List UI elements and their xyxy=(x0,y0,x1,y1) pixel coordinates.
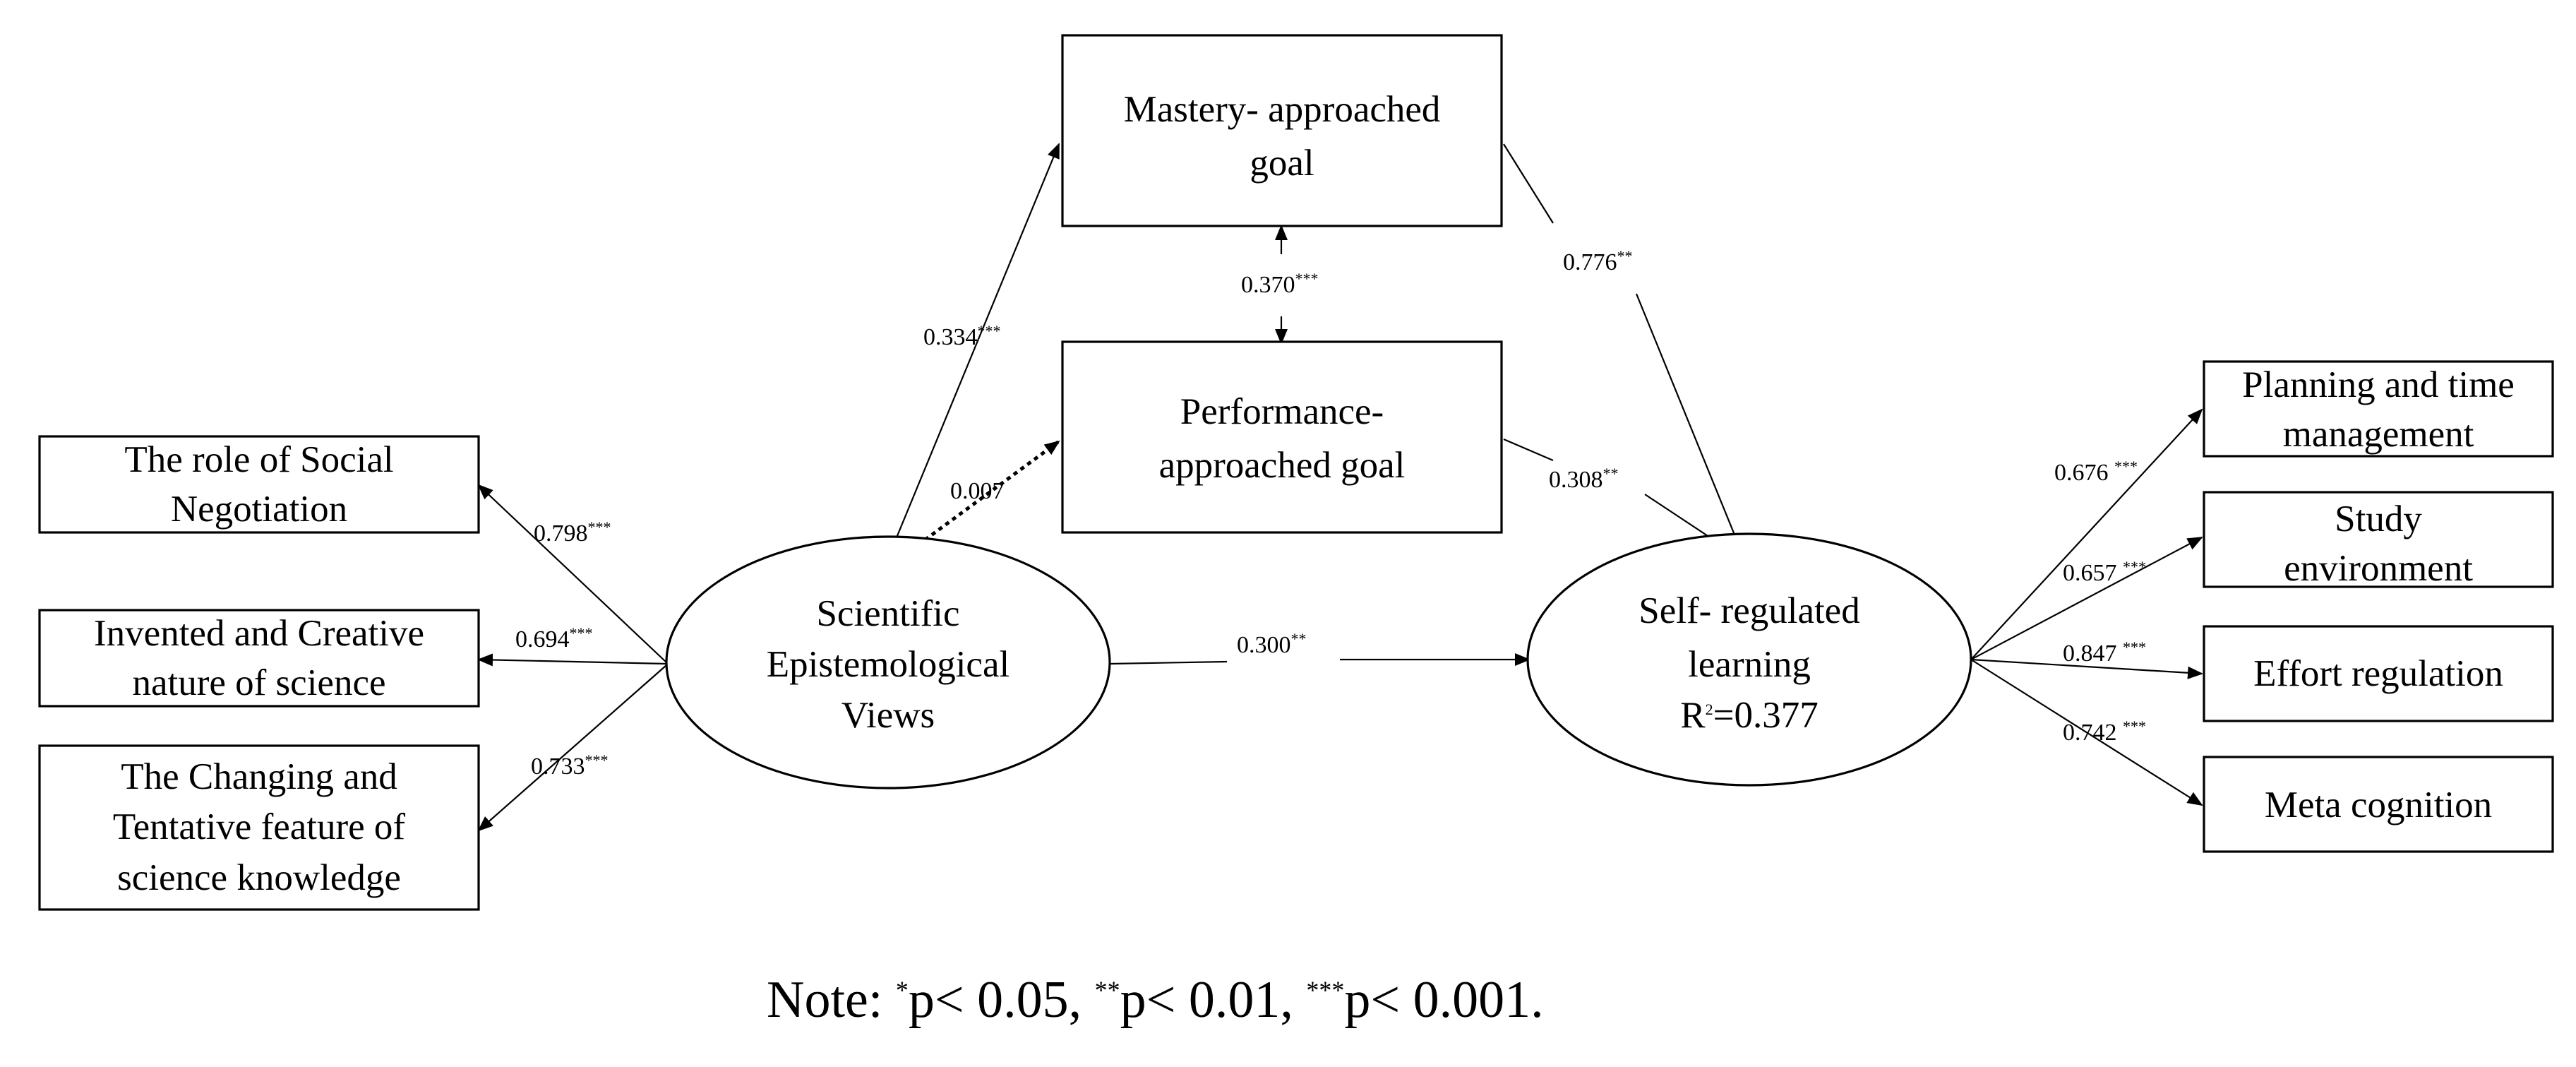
edge-srl-effort xyxy=(1970,658,2203,679)
node-changing-line-2: Tentative feature of xyxy=(113,806,406,847)
node-performance: Performance- approached goal xyxy=(1061,340,1503,534)
edge-performance-srl xyxy=(1503,438,1554,462)
coef-sev-social: 0.798*** xyxy=(534,518,611,547)
node-mastery-line-2: goal xyxy=(1250,143,1314,184)
coef-mastery-srl: 0.776** xyxy=(1563,247,1633,275)
node-sev-line-1: Scientific xyxy=(816,593,959,634)
node-scientific-epistemological-views: Scientific Epistemological Views xyxy=(665,535,1111,789)
coef-srl-meta: 0.742 *** xyxy=(2063,717,2146,746)
node-effort-line-1: Effort regulation xyxy=(2253,653,2503,694)
node-performance-line-1: Performance- xyxy=(1180,391,1384,432)
node-invented-line-1: Invented and Creative xyxy=(94,613,424,654)
edge-srl-planning xyxy=(1970,408,2203,660)
coef-mastery-performance: 0.370*** xyxy=(1241,270,1319,298)
edge-srl-study xyxy=(1970,537,2203,660)
edge-srl-meta xyxy=(1970,659,2203,806)
node-invented-creative-nature: Invented and Creative nature of science xyxy=(38,609,480,708)
coef-sev-invented: 0.694*** xyxy=(515,624,593,652)
node-srl-r2: R2=0.377 xyxy=(1680,695,1819,736)
node-srl-line-1: Self- regulated xyxy=(1639,590,1859,631)
edge-sev-social xyxy=(477,484,667,663)
node-invented-line-2: nature of science xyxy=(132,662,385,703)
node-srl-line-2: learning xyxy=(1688,644,1811,685)
edge-sev-mastery xyxy=(884,143,1060,566)
node-self-regulated-learning: Self- regulated learning R2=0.377 xyxy=(1526,532,1972,787)
node-meta-line-1: Meta cognition xyxy=(2265,785,2492,825)
coef-sev-changing: 0.733*** xyxy=(531,751,609,780)
coef-sev-mastery: 0.334*** xyxy=(923,322,1001,350)
node-changing-line-1: The Changing and xyxy=(121,756,397,797)
node-changing-tentative-feature: The Changing and Tentative feature of sc… xyxy=(38,744,480,911)
node-planning-time-management: Planning and time management xyxy=(2203,360,2554,458)
edge-sev-changing xyxy=(477,664,667,832)
edge-mastery-srl xyxy=(1503,143,1554,224)
node-study-line-1: Study xyxy=(2335,499,2422,540)
node-study-line-2: environment xyxy=(2284,548,2473,589)
node-changing-line-3: science knowledge xyxy=(117,857,401,898)
node-mastery-line-1: Mastery- approached xyxy=(1124,89,1441,130)
coef-sev-srl: 0.300** xyxy=(1237,630,1307,658)
node-performance-line-2: approached goal xyxy=(1159,445,1406,486)
coef-performance-srl: 0.308** xyxy=(1549,465,1619,493)
coef-sev-performance: 0.007 xyxy=(950,478,1005,504)
edge-mastery-srl-lower xyxy=(1635,293,1747,562)
node-role-of-social-negotiation: The role of Social Negotiation xyxy=(38,435,480,534)
node-planning-line-2: management xyxy=(2283,414,2474,455)
coef-srl-effort: 0.847 *** xyxy=(2063,638,2146,667)
node-social-line-1: The role of Social xyxy=(124,439,393,480)
node-sev-line-2: Epistemological xyxy=(767,644,1010,685)
node-planning-line-1: Planning and time xyxy=(2242,364,2515,405)
node-study-environment: Study environment xyxy=(2203,491,2554,589)
edge-sev-invented xyxy=(477,653,667,667)
node-social-line-2: Negotiation xyxy=(171,489,347,530)
node-meta-cognition: Meta cognition xyxy=(2203,756,2554,853)
coefficients: 0.334*** 0.007 0.370*** 0.776** 0.308** … xyxy=(515,247,2146,780)
node-effort-regulation: Effort regulation xyxy=(2203,625,2554,722)
edge-sev-srl xyxy=(1109,660,1228,665)
node-sev-line-3: Views xyxy=(841,695,935,736)
coef-srl-study: 0.657 *** xyxy=(2063,558,2146,586)
significance-note: Note: *p< 0.05, **p< 0.01, ***p< 0.001. xyxy=(767,971,1544,1029)
node-mastery: Mastery- approached goal xyxy=(1061,34,1503,227)
coef-srl-planning: 0.676 *** xyxy=(2054,458,2138,486)
